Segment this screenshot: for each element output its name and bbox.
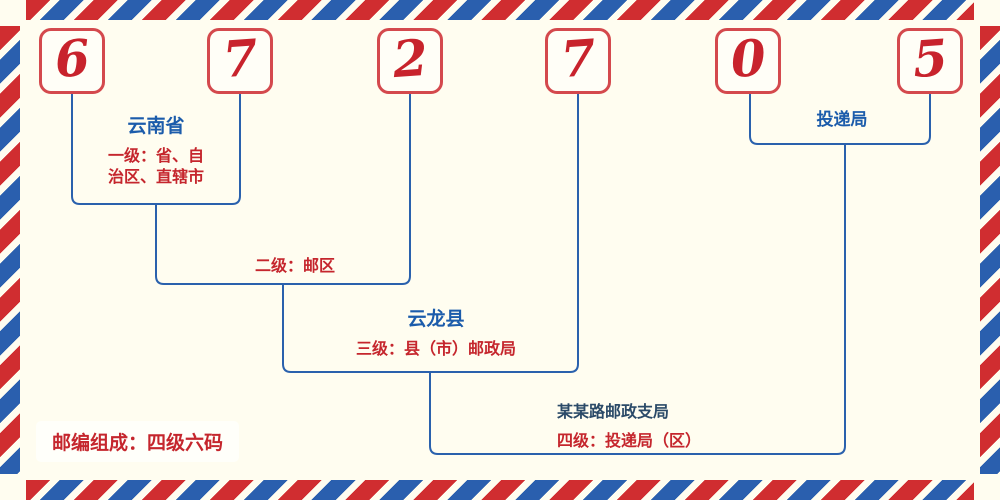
digit-box-2: 7	[207, 28, 273, 94]
delivery-office-label: 投递局	[816, 110, 868, 130]
level2-description: 二级：邮区	[254, 256, 335, 275]
digit-3: 2	[390, 27, 430, 90]
digit-box-3: 2	[377, 28, 443, 94]
border-top-stripes	[26, 0, 974, 20]
border-left-stripes	[0, 26, 20, 474]
digit-6: 5	[910, 27, 950, 90]
digit-5: 0	[728, 27, 768, 90]
level4-office-name: 某某路邮政支局	[557, 402, 670, 421]
level1-label-group: 云南省 一级：省、自 治区、直辖市	[76, 114, 236, 188]
digit-1: 6	[52, 27, 92, 90]
level3-description: 三级：县（市）邮政局	[355, 338, 516, 358]
level1-description-line1: 一级：省、自	[107, 145, 204, 165]
level1-description: 一级：省、自 治区、直辖市	[76, 145, 236, 188]
border-bottom-stripes	[26, 480, 974, 500]
digit-box-4: 7	[545, 28, 611, 94]
digit-box-5: 0	[715, 28, 781, 94]
level1-description-line2: 治区、直辖市	[107, 167, 204, 187]
level3-label-group: 云龙县 三级：县（市）邮政局	[330, 307, 542, 359]
digit-2: 7	[220, 27, 260, 90]
composition-note-badge: 邮编组成：四级六码	[36, 421, 240, 462]
level4-description: 四级：投递局（区）	[557, 431, 702, 450]
border-right-stripes	[980, 26, 1000, 474]
digit-box-1: 6	[39, 28, 105, 94]
level1-region-name: 云南省	[127, 115, 185, 137]
digit-box-6: 5	[897, 28, 963, 94]
level3-region-name: 云龙县	[407, 308, 465, 330]
digit-4: 7	[558, 27, 598, 90]
